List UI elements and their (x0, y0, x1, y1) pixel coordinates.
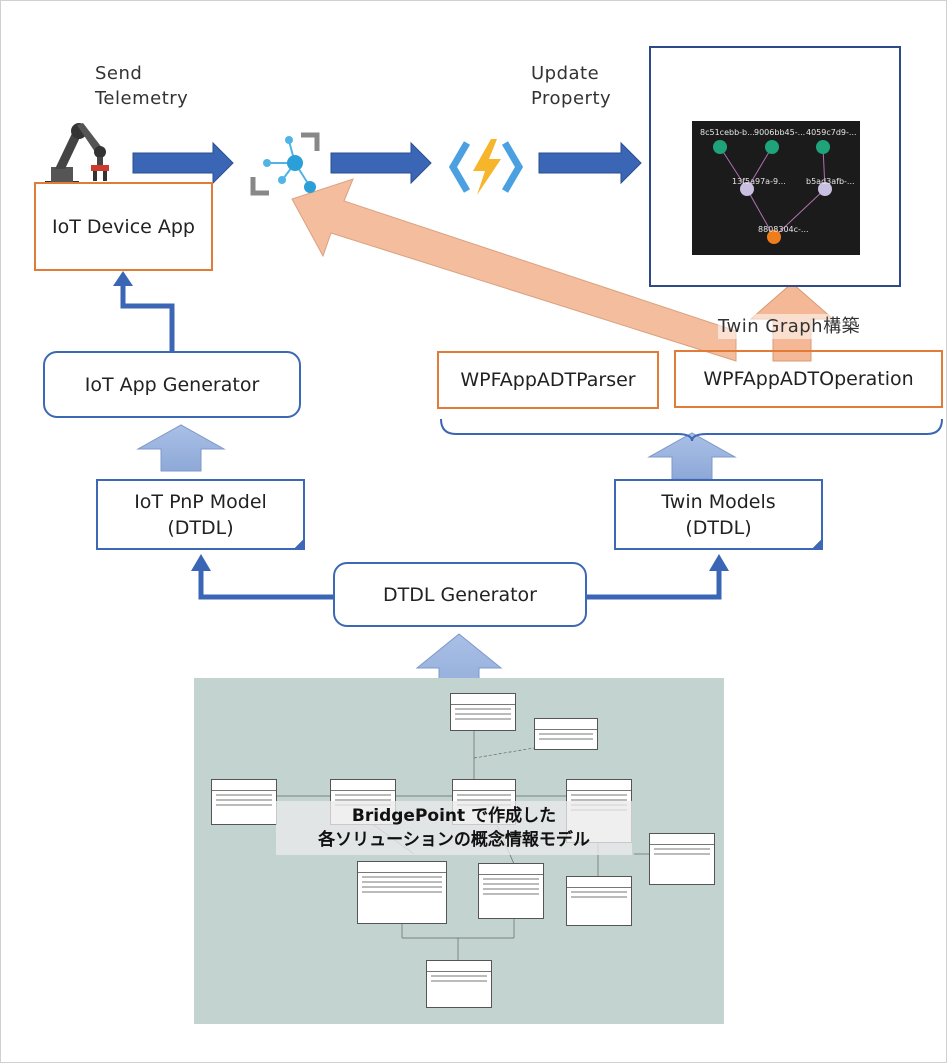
arrow-pnp-to-generator (136, 424, 226, 472)
iot-pnp-model-doc: IoT PnP Model (DTDL) (96, 479, 305, 550)
uml-model-panel: BridgePoint で作成した 各ソリューションの概念情報モデル (194, 678, 724, 1024)
uml-class-box (566, 876, 632, 926)
uml-class-box (357, 861, 447, 924)
twin-models-label: Twin Models (661, 490, 776, 513)
uml-class-box (534, 718, 598, 750)
uml-class-box (649, 833, 715, 885)
wpf-operation-box: WPFAppADTOperation (674, 350, 943, 408)
arrowhead-twinmodels (709, 554, 729, 571)
iot-hub-icon (250, 132, 320, 196)
wpf-parser-box: WPFAppADTParser (437, 351, 659, 409)
uml-overlay-line-2: 各ソリューションの概念情報モデル (318, 830, 590, 850)
iot-pnp-model-label: IoT PnP Model (134, 490, 267, 513)
uml-overlay-caption: BridgePoint で作成した 各ソリューションの概念情報モデル (276, 801, 632, 855)
dtdl-generator-label: DTDL Generator (383, 583, 537, 606)
twin-node[interactable] (767, 230, 781, 244)
wpf-operation-label: WPFAppADTOperation (703, 368, 914, 390)
iot-pnp-model-format: (DTDL) (167, 516, 234, 539)
line-dtdl-to-twinmodels (587, 569, 722, 600)
twin-graph-edges (719, 146, 826, 238)
twin-models-doc: Twin Models (DTDL) (614, 479, 823, 550)
iot-device-app-box: IoT Device App (34, 182, 213, 271)
line-generator-to-device (120, 284, 175, 351)
twin-node-label: 4059c7d9-... (806, 128, 857, 137)
iot-device-app-label: IoT Device App (51, 215, 195, 238)
twin-node-label: 9006bb45-... (754, 128, 806, 137)
twin-node-label: 8808304c-... (758, 225, 809, 234)
caption-twin-graph: Twin Graph構築 (718, 314, 861, 339)
twin-models-format: (DTDL) (685, 516, 752, 539)
twin-node[interactable] (765, 140, 779, 154)
dtdl-generator-box: DTDL Generator (333, 562, 587, 627)
caption-update-property: Update Property (531, 63, 612, 109)
twin-node[interactable] (740, 182, 754, 196)
wpf-brace (440, 418, 943, 442)
uml-class-box (426, 960, 492, 1008)
iot-app-generator-box: IoT App Generator (43, 351, 301, 418)
twin-node-label: 8c51cebb-b... (700, 128, 755, 137)
arrow-functions-to-twin (538, 141, 642, 185)
arrow-device-to-hub (132, 141, 234, 185)
twin-node[interactable] (818, 182, 832, 196)
uml-class-box (450, 693, 516, 731)
arrowhead-pnp (191, 554, 211, 571)
arrow-hub-to-functions (330, 141, 432, 185)
uml-class-box (211, 779, 277, 825)
wpf-parser-label: WPFAppADTParser (460, 369, 636, 391)
arrow-operation-to-hub (291, 178, 737, 362)
iot-app-generator-label: IoT App Generator (84, 373, 260, 396)
twin-graph-panel: 8c51cebb-b... 9006bb45-... 4059c7d9-... … (692, 121, 860, 255)
twin-graph-frame: 8c51cebb-b... 9006bb45-... 4059c7d9-... … (649, 46, 901, 287)
azure-functions-icon (449, 139, 523, 195)
uml-class-box (478, 863, 544, 919)
twin-node-label: 13f5a97a-9... (732, 177, 786, 186)
arrowhead-device (113, 271, 133, 286)
arrow-twinmodels-to-wpf (647, 432, 737, 480)
twin-node[interactable] (816, 140, 830, 154)
twin-node-label: b5ad3afb-... (806, 177, 855, 186)
line-dtdl-to-pnp (198, 569, 333, 600)
twin-node[interactable] (713, 140, 727, 154)
uml-overlay-line-1: BridgePoint で作成した (351, 806, 557, 826)
caption-send-telemetry: Send Telemetry (95, 63, 189, 109)
